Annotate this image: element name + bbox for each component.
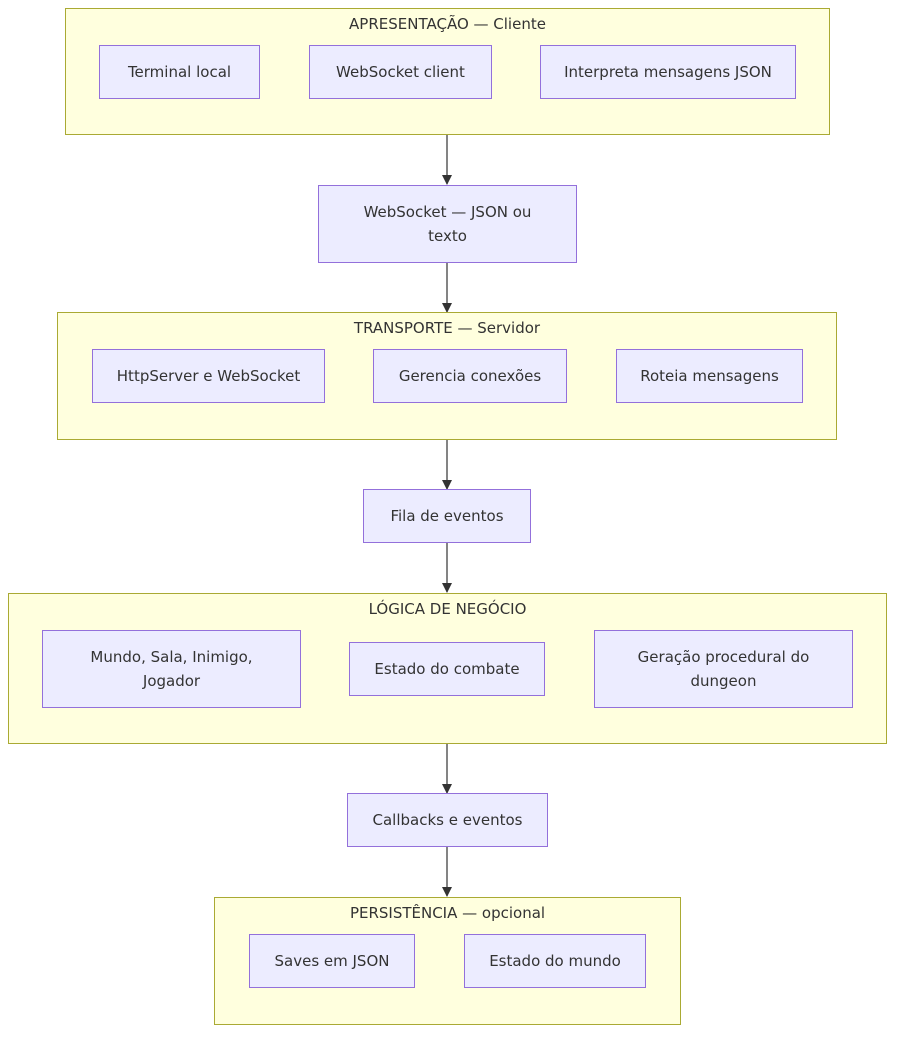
group-title-transporte: TRANSPORTE — Servidor <box>353 319 541 337</box>
node-gerencia-conexoes[interactable]: Gerencia conexões <box>373 349 567 403</box>
node-websocket-json[interactable]: WebSocket — JSON ou texto <box>318 185 577 263</box>
node-saves-json[interactable]: Saves em JSON <box>249 934 415 988</box>
node-callbacks-eventos[interactable]: Callbacks e eventos <box>347 793 548 847</box>
node-httpserver[interactable]: HttpServer e WebSocket <box>92 349 325 403</box>
node-websocket-client[interactable]: WebSocket client <box>309 45 492 99</box>
node-roteia-mensagens[interactable]: Roteia mensagens <box>616 349 803 403</box>
node-estado-combate[interactable]: Estado do combate <box>349 642 545 696</box>
group-title-logica: LÓGICA DE NEGÓCIO <box>368 600 527 618</box>
node-fila-eventos[interactable]: Fila de eventos <box>363 489 531 543</box>
node-geracao-procedural[interactable]: Geração procedural do dungeon <box>594 630 853 708</box>
node-estado-mundo[interactable]: Estado do mundo <box>464 934 646 988</box>
group-title-persistencia: PERSISTÊNCIA — opcional <box>349 904 546 922</box>
group-title-apresentacao: APRESENTAÇÃO — Cliente <box>349 15 546 33</box>
node-mundo-sala[interactable]: Mundo, Sala, Inimigo, Jogador <box>42 630 301 708</box>
node-terminal-local[interactable]: Terminal local <box>99 45 260 99</box>
node-interpreta-json[interactable]: Interpreta mensagens JSON <box>540 45 796 99</box>
